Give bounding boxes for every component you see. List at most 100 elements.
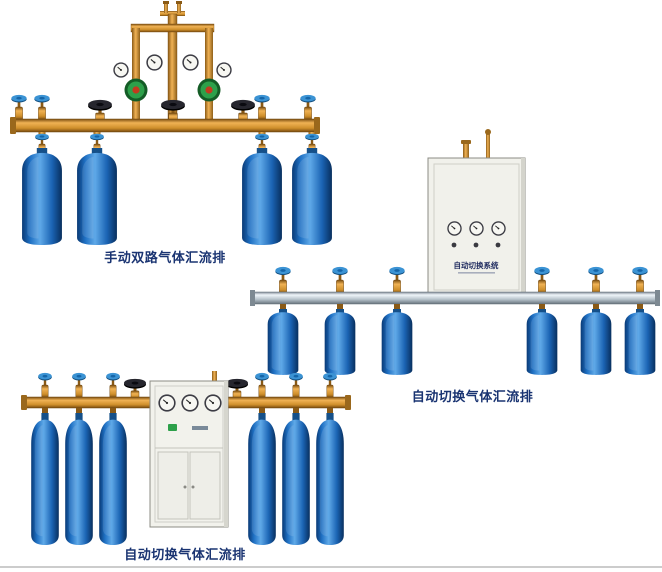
blue-handwheel-valve <box>253 94 271 120</box>
cabinet-label: 自动切换系统 <box>454 260 499 270</box>
cabinet-knob <box>451 242 457 248</box>
blue-handwheel-valve <box>37 372 53 398</box>
pressure-regulator <box>197 78 221 102</box>
blue-handwheel-valve <box>288 372 304 398</box>
pressure-gauge <box>146 54 163 71</box>
figure-manual-dual-manifold <box>10 1 332 245</box>
gas-cylinder <box>316 413 344 545</box>
blue-handwheel-valve <box>299 94 317 120</box>
gas-cylinder <box>242 148 282 245</box>
gas-cylinder <box>292 148 332 245</box>
stub-cap-left <box>163 1 169 4</box>
cabinet-door-left <box>157 451 189 520</box>
drop-pipe <box>110 408 116 415</box>
top-stub-left <box>164 3 168 13</box>
cabinet-door-right <box>189 451 221 520</box>
gas-cylinder <box>580 309 612 375</box>
pressure-regulator <box>124 78 148 102</box>
drop-pipe <box>293 408 299 415</box>
blue-handwheel-valve <box>322 372 338 398</box>
cabinet-shade <box>521 158 525 300</box>
drop-pipe <box>42 408 48 415</box>
cabinet-switch <box>192 426 208 430</box>
cabinet-gauge <box>447 221 462 236</box>
figure-auto-switch-floor <box>21 371 351 545</box>
manifold-pipe <box>251 291 659 305</box>
gas-cylinder <box>324 309 356 375</box>
gas-cylinder <box>267 309 299 375</box>
caption-manual-dual-manifold: 手动双路气体汇流排 <box>104 250 226 265</box>
caption-auto-switch-wall: 自动切换气体汇流排 <box>411 389 534 404</box>
pipe-end-cap <box>655 290 660 306</box>
drop-pipe <box>259 408 265 415</box>
drop-pipe <box>337 304 343 312</box>
pipe-end-cap <box>345 395 351 410</box>
gas-cylinder <box>31 413 59 545</box>
drop-pipe <box>76 408 82 415</box>
page-bottom-rule <box>0 566 662 568</box>
cabinet-gauge <box>204 394 222 412</box>
manifold-pipe <box>13 118 317 133</box>
pipe-end-cap <box>250 290 255 306</box>
branch-pipe-left <box>132 28 140 120</box>
blue-handwheel-valve <box>533 266 551 294</box>
blue-handwheel-valve <box>331 266 349 294</box>
top-tee-pipe <box>160 11 185 16</box>
cabinet-sublabel-line <box>458 272 495 274</box>
gas-cylinder <box>77 148 117 245</box>
cabinet-knob <box>473 242 479 248</box>
cabinet-top-fitting <box>485 129 491 135</box>
blue-handwheel-valve <box>587 266 605 294</box>
pipe-end-cap <box>21 395 27 410</box>
cabinet-gauge <box>181 394 199 412</box>
drop-pipe <box>637 304 643 312</box>
cabinet-indicator <box>168 424 177 431</box>
caption-auto-switch-floor: 自动切换气体汇流排 <box>124 547 246 562</box>
cabinet-top-fitting <box>461 140 471 144</box>
cabinet-top-pipe <box>486 134 490 158</box>
gas-cylinder <box>282 413 310 545</box>
cabinet-shade <box>224 381 228 527</box>
gas-cylinder <box>248 413 276 545</box>
pipe-end-cap <box>314 117 320 134</box>
gas-cylinder <box>99 413 127 545</box>
stub-cap-right <box>176 1 182 4</box>
pressure-gauge <box>182 54 199 71</box>
pipe-end-cap <box>10 117 16 134</box>
cabinet-inner-panel <box>154 385 224 523</box>
cabinet-gauge <box>158 394 176 412</box>
blue-handwheel-valve <box>10 94 28 120</box>
gas-cylinder <box>22 148 62 245</box>
top-cross-pipe <box>130 23 215 33</box>
door-handle <box>183 485 187 489</box>
drop-pipe <box>539 304 545 312</box>
cabinet-top-fitting <box>212 371 217 381</box>
gas-cylinder <box>624 309 656 375</box>
blue-handwheel-valve <box>33 94 51 120</box>
gas-cylinder <box>381 309 413 375</box>
cabinet-top-fitting <box>463 142 469 158</box>
drop-pipe <box>394 304 400 312</box>
drop-pipe <box>593 304 599 312</box>
blue-handwheel-valve <box>274 266 292 294</box>
cabinet-inner-panel <box>433 163 520 291</box>
pressure-gauge <box>216 62 232 78</box>
blue-handwheel-valve <box>105 372 121 398</box>
figure-auto-switch-wall: 自动切换系统 <box>250 129 660 375</box>
door-handle <box>191 485 195 489</box>
branch-pipe-right <box>205 28 213 120</box>
blue-handwheel-valve <box>388 266 406 294</box>
blue-handwheel-valve <box>631 266 649 294</box>
cabinet-knob <box>495 242 501 248</box>
cabinet-gauge <box>491 221 506 236</box>
top-stub-right <box>177 3 181 13</box>
pressure-gauge <box>113 62 129 78</box>
blue-handwheel-valve <box>71 372 87 398</box>
blue-handwheel-valve <box>254 372 270 398</box>
gas-cylinder <box>526 309 558 375</box>
gas-cylinder <box>65 413 93 545</box>
drop-pipe <box>327 408 333 415</box>
cabinet-gauge <box>469 221 484 236</box>
drop-pipe <box>280 304 286 312</box>
